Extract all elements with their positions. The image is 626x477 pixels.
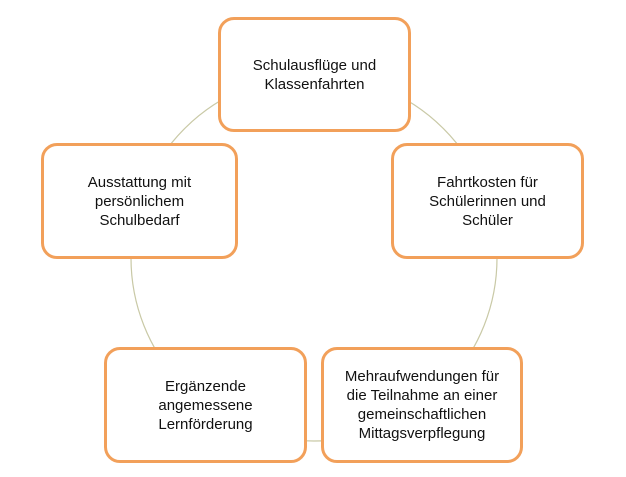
- node-fahrtkosten: Fahrtkosten für Schülerinnen und Schüler: [391, 143, 584, 259]
- node-schulbedarf: Ausstattung mit persönlichem Schulbedarf: [41, 143, 238, 259]
- node-label: Mehraufwendungen für die Teilnahme an ei…: [344, 368, 500, 442]
- node-schulausfluege: Schulausflüge und Klassenfahrten: [218, 17, 411, 132]
- node-lernfoerderung: Ergänzende angemessene Lernförderung: [104, 347, 307, 463]
- node-label: Ergänzende angemessene Lernförderung: [158, 377, 253, 433]
- node-label: Schulausflüge und Klassenfahrten: [252, 56, 377, 93]
- node-label: Ausstattung mit persönlichem Schulbedarf: [87, 173, 192, 229]
- node-mittagsverpflegung: Mehraufwendungen für die Teilnahme an ei…: [321, 347, 523, 463]
- node-label: Fahrtkosten für Schülerinnen und Schüler: [429, 173, 546, 229]
